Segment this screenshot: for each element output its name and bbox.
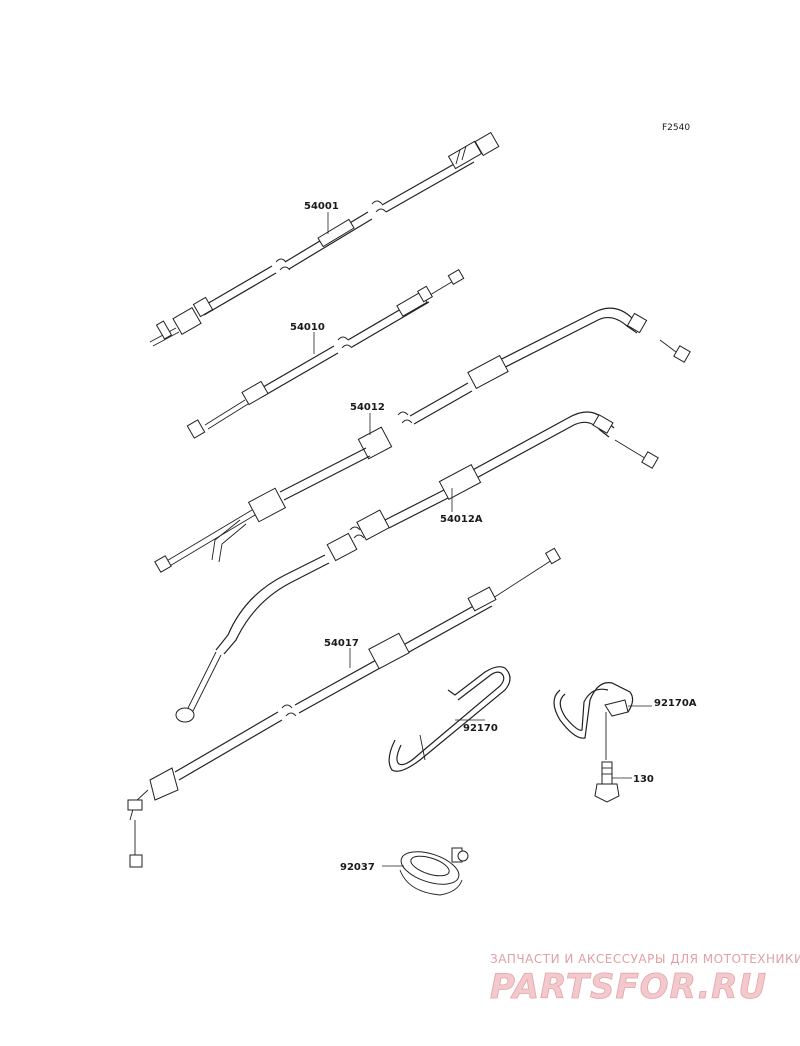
part-label-54012A: 54012A bbox=[440, 514, 483, 525]
watermark-logo: PARTSFOR.RU bbox=[490, 967, 767, 1007]
grommet-92037[interactable] bbox=[397, 845, 469, 896]
part-label-92170: 92170 bbox=[463, 723, 498, 734]
part-label-54001: 54001 bbox=[304, 201, 339, 212]
cable-54012A[interactable] bbox=[175, 411, 659, 723]
bolt-130[interactable] bbox=[594, 712, 620, 803]
part-label-92037: 92037 bbox=[340, 862, 375, 873]
clamp-92170[interactable] bbox=[388, 666, 511, 772]
cable-54010[interactable] bbox=[186, 268, 465, 439]
part-label-130: 130 bbox=[633, 774, 654, 785]
part-label-92170A: 92170A bbox=[654, 698, 697, 709]
watermark-tagline: ЗАПЧАСТИ И АКСЕССУАРЫ ДЛЯ МОТОТЕХНИКИ bbox=[490, 952, 800, 966]
cable-54012[interactable] bbox=[154, 307, 691, 573]
cable-54001[interactable] bbox=[149, 131, 500, 347]
clamp-92170A[interactable] bbox=[553, 682, 634, 739]
part-label-54017: 54017 bbox=[324, 638, 359, 649]
figure-code: F2540 bbox=[662, 123, 690, 133]
cable-54017[interactable] bbox=[127, 547, 562, 868]
part-label-54012: 54012 bbox=[350, 402, 385, 413]
part-label-54010: 54010 bbox=[290, 322, 325, 333]
